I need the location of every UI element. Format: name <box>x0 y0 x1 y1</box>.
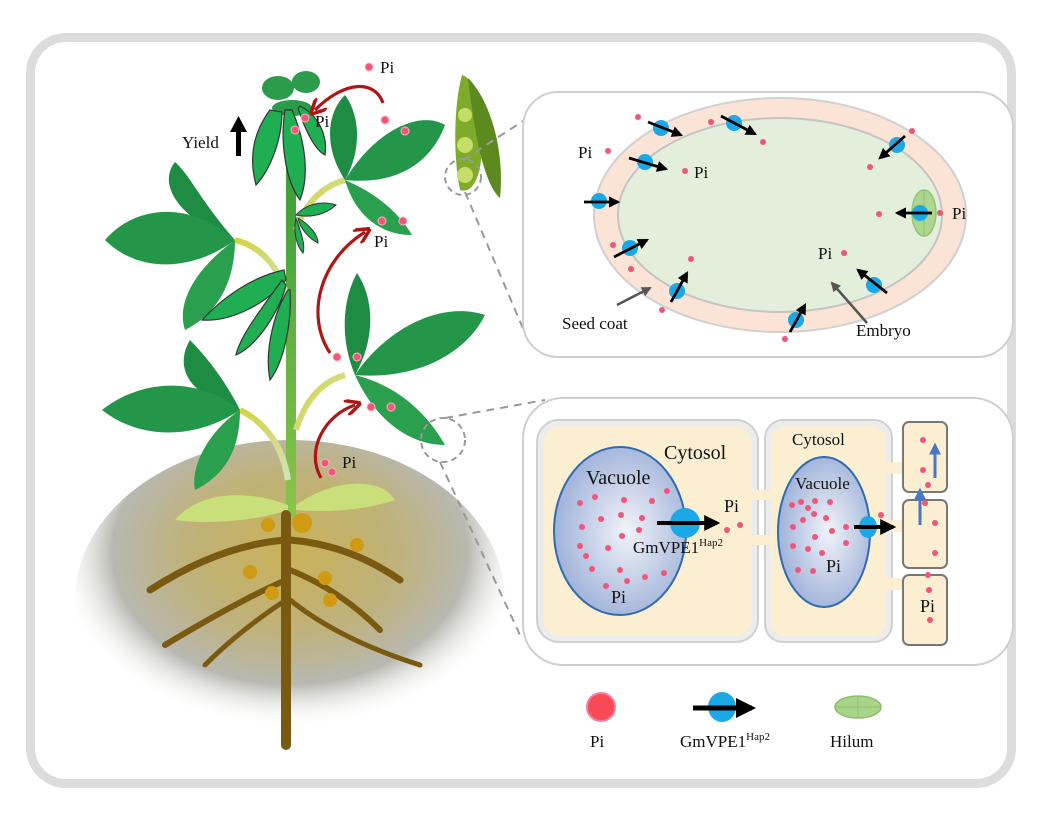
pi-dots-seed <box>605 114 943 342</box>
red-arrow <box>315 85 385 110</box>
transporter-icon <box>584 193 621 209</box>
plasmodesma <box>752 535 771 545</box>
translocation-arrows <box>313 85 385 479</box>
transporter-icon <box>647 120 684 137</box>
vessel-cell <box>902 499 948 569</box>
cytosol-label: Cytosol <box>792 430 845 449</box>
cytosol-label: Cytosol <box>664 442 727 464</box>
transporter-icon <box>720 114 757 136</box>
leaf-trifoliate <box>330 95 445 235</box>
transporter-icon <box>669 271 689 303</box>
pi-label: Pi <box>694 163 708 182</box>
legend-label-pi: Pi <box>590 732 604 751</box>
petiole <box>238 407 291 481</box>
yield-label: Yield <box>182 133 219 152</box>
transporter-icon <box>628 154 669 172</box>
transporter-icon <box>788 303 807 333</box>
legend-label-hilum: Hilum <box>830 732 873 751</box>
pi-label: Pi <box>818 244 832 263</box>
pod-cluster <box>294 202 337 254</box>
transporter-label: GmVPE1Hap2 <box>633 537 723 557</box>
stem <box>286 120 296 520</box>
plasmodesma <box>886 462 906 474</box>
seed-panel: Pi Pi Pi Pi Seed coat Embryo <box>522 91 1014 358</box>
zoom-circle-leaf <box>420 417 466 463</box>
pi-label: Pi <box>578 143 592 162</box>
transporters-seed <box>584 114 932 333</box>
pi-dots-vacuole-1 <box>577 488 670 589</box>
pi-dots-cytosol <box>724 437 938 623</box>
embryo-label: Embryo <box>856 321 911 340</box>
transporter-arrow-icon <box>693 692 756 722</box>
red-arrow <box>313 405 355 479</box>
pi-dots-plant <box>290 62 410 477</box>
petiole <box>293 372 346 431</box>
pi-label: Pi <box>342 453 356 472</box>
pi-dot-icon <box>586 692 616 722</box>
petiole <box>293 177 346 232</box>
pi-label: Pi <box>826 556 841 576</box>
transporter-icon <box>856 268 888 295</box>
seed-coat-label: Seed coat <box>562 314 628 333</box>
pi-label: Pi <box>952 204 966 223</box>
cell-panel: Cytosol Cytosol Vacuole Vacuole <box>522 397 1014 666</box>
pod-cluster <box>200 269 291 382</box>
legend-label-transporter: GmVPE1Hap2 <box>680 731 770 751</box>
hilum-icon <box>834 695 882 719</box>
transporter-icon <box>878 134 906 160</box>
vacuole-label: Vacuole <box>795 474 850 493</box>
yield-up-arrow-icon <box>230 116 247 156</box>
seed-coat-pointer <box>616 286 652 307</box>
plasmodesma <box>886 578 906 590</box>
leaf-trifoliate <box>102 340 240 490</box>
leaf-trifoliate <box>344 273 485 445</box>
root-system <box>146 510 423 750</box>
red-arrow <box>316 232 365 354</box>
seed-pod-illustration <box>444 75 501 198</box>
transporter-icon <box>854 516 897 538</box>
vessel-cell <box>902 421 948 493</box>
pi-label: Pi <box>724 496 739 516</box>
pod-cluster <box>252 105 327 202</box>
legend: Pi GmVPE1Hap2 Hilum <box>586 692 882 751</box>
cotyledon-right <box>296 483 395 511</box>
transporter-icon <box>613 238 649 259</box>
transporter-icon <box>657 508 721 538</box>
pi-label: Pi <box>315 112 329 131</box>
pi-label: Pi <box>380 58 394 77</box>
cotyledon-left <box>175 495 288 522</box>
leaf-trifoliate <box>105 162 235 330</box>
plant-illustration: Pi Pi Pi Pi Yield <box>75 58 505 760</box>
leaf-cluster-top <box>262 71 320 116</box>
vacuole-label: Vacuole <box>586 467 651 489</box>
plasmodesma <box>752 490 771 500</box>
pi-label: Pi <box>611 587 626 607</box>
pi-dots-vacuole-2 <box>789 498 849 574</box>
transporter-icon <box>894 205 932 221</box>
pi-label: Pi <box>920 596 935 616</box>
pi-label: Pi <box>374 232 388 251</box>
root-nodules <box>243 513 364 607</box>
embryo-pointer <box>830 281 868 324</box>
